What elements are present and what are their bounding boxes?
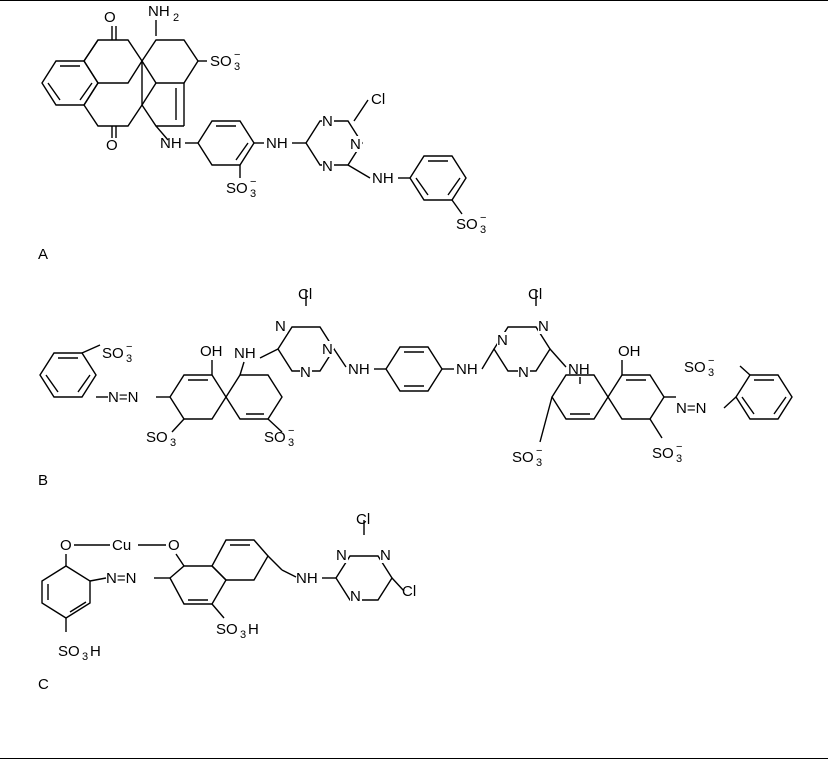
b-benzene-right (736, 375, 792, 419)
svg-text:−: − (288, 425, 294, 437)
a-cl: Cl (371, 91, 385, 108)
b-oh-2: OH (618, 343, 641, 360)
b-sulfonate-4: SO (512, 449, 534, 466)
svg-text:3: 3 (676, 453, 682, 465)
b-sulfonate-6: SO (684, 359, 706, 376)
c-o-right: O (168, 537, 180, 554)
b-sulfonate-3: SO (264, 429, 286, 446)
svg-text:N: N (497, 332, 508, 349)
svg-text:N: N (380, 547, 391, 564)
a-sulfonate-1: SO (210, 53, 232, 70)
b-sulfonate-5: SO (652, 445, 674, 462)
svg-text:3: 3 (708, 367, 714, 379)
a-nh-3: NH (372, 170, 394, 187)
a-ring-right (142, 40, 198, 83)
svg-text:N: N (322, 341, 333, 358)
svg-text:−: − (480, 212, 486, 224)
c-sulfonic-1: SO (58, 643, 80, 660)
svg-text:3: 3 (288, 437, 294, 449)
svg-text:N: N (350, 588, 361, 605)
svg-text:N: N (538, 318, 549, 335)
svg-text:3: 3 (126, 353, 132, 365)
svg-text:3: 3 (170, 437, 176, 449)
svg-text:N: N (275, 318, 286, 335)
a-benzene-left (42, 61, 98, 105)
a-carbonyl-o-top: O (104, 9, 116, 26)
svg-text:N: N (322, 113, 333, 130)
structure-b: SO 3 − N=N OH NH SO 3 SO 3 − (40, 286, 792, 469)
c-phenyl (42, 566, 90, 618)
svg-text:3: 3 (82, 651, 88, 663)
svg-text:N: N (518, 364, 529, 381)
c-cl-2: Cl (402, 583, 416, 600)
a-phenyl-central (198, 121, 254, 165)
a-sulfonate-2: SO (226, 180, 248, 197)
b-nh-3: NH (456, 361, 478, 378)
b-nh-2: NH (348, 361, 370, 378)
b-phenyl-central (386, 347, 442, 391)
b-oh-1: OH (200, 343, 223, 360)
b-naphthalene-left-b (226, 375, 282, 419)
svg-text:N: N (322, 158, 333, 175)
a-nh-1: NH (160, 135, 182, 152)
b-naphthalene-left-a (170, 375, 226, 419)
svg-text:3: 3 (480, 224, 486, 236)
c-sulfonic-2: SO (216, 621, 238, 638)
svg-text:3: 3 (240, 629, 246, 641)
a-sulfonate-3: SO (456, 216, 478, 233)
structure-c: O Cu O N=N SO 3 H SO 3 H (42, 511, 416, 663)
svg-text:N: N (350, 136, 361, 153)
a-ring-central (84, 40, 142, 83)
c-nh: NH (296, 570, 318, 587)
a-phenyl-terminal (410, 156, 466, 200)
svg-text:2: 2 (173, 12, 179, 24)
c-naphthalene-b (212, 540, 268, 580)
a-carbonyl-o-bottom: O (106, 137, 118, 154)
svg-text:−: − (126, 341, 132, 353)
b-naphthalene-right-b (608, 375, 664, 419)
svg-text:N: N (300, 364, 311, 381)
b-azo-2: N=N (676, 400, 706, 417)
a-nh-2: NH (266, 135, 288, 152)
c-azo: N=N (106, 570, 136, 587)
structure-a: O O NH 2 SO 3 − NH SO 3 − NH Cl N (42, 3, 486, 236)
b-nh-1: NH (234, 345, 256, 362)
svg-text:−: − (250, 176, 256, 188)
svg-text:3: 3 (536, 457, 542, 469)
svg-text:3: 3 (250, 188, 256, 200)
svg-text:H: H (248, 621, 259, 638)
svg-text:−: − (708, 355, 714, 367)
svg-text:−: − (676, 441, 682, 453)
c-cu: Cu (112, 537, 131, 554)
svg-text:3: 3 (234, 61, 240, 73)
b-cl-2: Cl (528, 286, 542, 303)
a-amino-label: NH (148, 3, 170, 20)
b-sulfonate-1: SO (102, 345, 124, 362)
c-o-left: O (60, 537, 72, 554)
svg-text:−: − (536, 445, 542, 457)
svg-text:N: N (336, 547, 347, 564)
b-azo-1: N=N (108, 389, 138, 406)
b-sulfonate-2: SO (146, 429, 168, 446)
svg-text:−: − (234, 49, 240, 61)
svg-text:H: H (90, 643, 101, 660)
c-cl-1: Cl (356, 511, 370, 528)
b-benzene-left (40, 353, 96, 397)
b-cl-1: Cl (298, 286, 312, 303)
